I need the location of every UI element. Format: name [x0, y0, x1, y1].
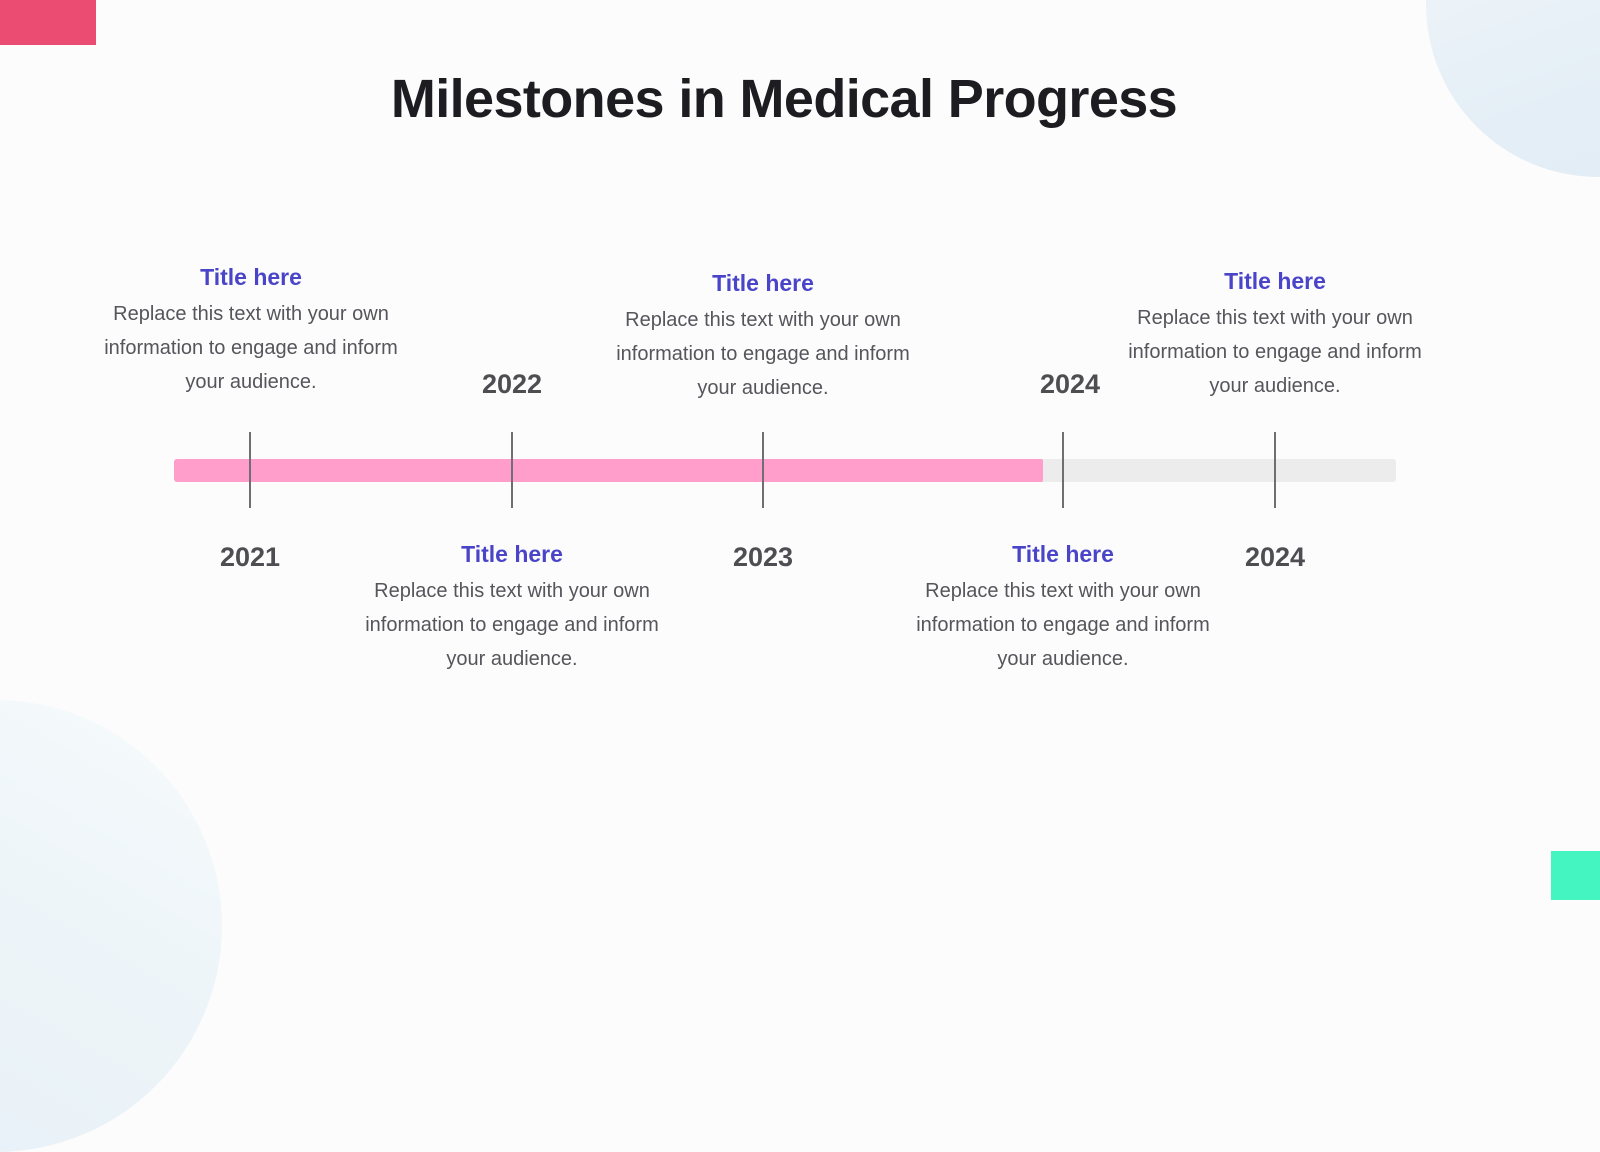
milestone-5-title: Title here — [1224, 268, 1326, 294]
year-label-2024-above: 2024 — [1039, 369, 1101, 399]
page-title: Milestones in Medical Progress — [390, 69, 1178, 129]
year-label-2021-below: 2021 — [219, 542, 281, 572]
year-label-2024-below: 2024 — [1244, 542, 1306, 572]
timeline-tick-4[interactable] — [1062, 432, 1064, 508]
milestone-1[interactable]: Title here Replace this text with your o… — [86, 264, 416, 399]
year-label-2022-above: 2022 — [481, 369, 543, 399]
decorative-rect-bottom-right — [1551, 851, 1600, 900]
milestone-5[interactable]: Title here Replace this text with your o… — [1110, 268, 1440, 403]
milestone-3-title: Title here — [712, 270, 814, 296]
milestone-1-body: Replace this text with your own informat… — [104, 303, 398, 393]
timeline-track-progress — [174, 459, 1043, 482]
timeline-tick-5[interactable] — [1274, 432, 1276, 508]
decorative-rect-top-left — [0, 0, 96, 45]
milestone-4-body: Replace this text with your own informat… — [916, 580, 1210, 670]
timeline-tick-3[interactable] — [762, 432, 764, 508]
timeline-tick-2[interactable] — [511, 432, 513, 508]
milestone-1-title: Title here — [200, 264, 302, 290]
milestone-5-body: Replace this text with your own informat… — [1128, 307, 1422, 397]
milestone-3[interactable]: Title here Replace this text with your o… — [598, 270, 928, 405]
milestone-3-body: Replace this text with your own informat… — [616, 309, 910, 399]
timeline-tick-1[interactable] — [249, 432, 251, 508]
milestone-4[interactable]: Title here Replace this text with your o… — [898, 541, 1228, 676]
year-label-2023-below: 2023 — [732, 542, 794, 572]
milestone-2[interactable]: Title here Replace this text with your o… — [347, 541, 677, 676]
milestone-4-title: Title here — [1012, 541, 1114, 567]
milestone-2-title: Title here — [461, 541, 563, 567]
milestone-2-body: Replace this text with your own informat… — [365, 580, 659, 670]
timeline: 2022 2024 2021 2023 2024 Title here Repl… — [86, 264, 1440, 676]
